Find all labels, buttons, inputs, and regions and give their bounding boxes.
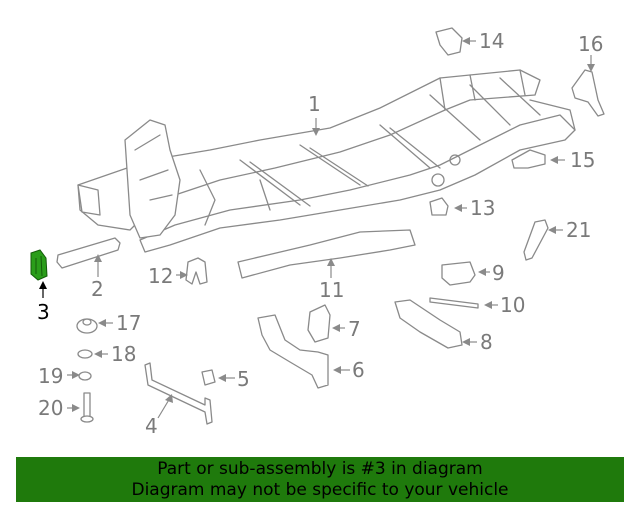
- callout-13: 13: [470, 196, 495, 220]
- info-banner: Part or sub-assembly is #3 in diagram Di…: [16, 457, 624, 502]
- parts-diagram: 1 2 3 4 5 6 7 8 9 10 11 12 13 14 15 16 1…: [30, 27, 605, 438]
- bracket-part-2: [56, 237, 121, 269]
- strip-part-10: [429, 297, 479, 309]
- callout-10: 10: [500, 293, 525, 317]
- callout-17: 17: [116, 311, 141, 335]
- callout-3: 3: [37, 300, 50, 324]
- callout-9: 9: [492, 261, 505, 285]
- callout-15: 15: [570, 148, 595, 172]
- bracket-part-14: [435, 27, 463, 56]
- bracket-part-15: [511, 149, 546, 169]
- callout-14: 14: [479, 29, 504, 53]
- banner-line-2: Diagram may not be specific to your vehi…: [131, 480, 509, 500]
- callout-20: 20: [38, 396, 63, 420]
- bracket-part-16: [571, 69, 605, 117]
- frame-assembly-part-1: [77, 69, 576, 253]
- callout-8: 8: [480, 330, 493, 354]
- callout-18: 18: [111, 342, 136, 366]
- callout-12: 12: [148, 264, 173, 288]
- clip-part-5: [201, 369, 216, 386]
- shield-part-9: [441, 261, 476, 286]
- crossmember-part-8: [394, 299, 463, 349]
- bracket-part-13: [429, 197, 449, 216]
- callout-1: 1: [308, 92, 321, 116]
- leader-lines: [39, 37, 595, 419]
- callout-16: 16: [578, 32, 603, 56]
- bushing-part-17: [76, 318, 98, 334]
- crossmember-part-6: [257, 314, 329, 389]
- callout-19: 19: [38, 364, 63, 388]
- bolt-part-20: [80, 392, 94, 423]
- banner-line-1: Part or sub-assembly is #3 in diagram: [157, 459, 483, 479]
- bar-part-4: [144, 362, 213, 425]
- washer-part-18: [77, 349, 93, 359]
- callout-5: 5: [237, 367, 250, 391]
- callout-2: 2: [91, 277, 104, 301]
- callout-11: 11: [319, 278, 344, 302]
- callout-4: 4: [145, 414, 158, 438]
- bracket-part-12: [185, 257, 208, 285]
- mount-part-7: [307, 304, 331, 343]
- callout-7: 7: [348, 317, 361, 341]
- nut-part-19: [78, 371, 92, 381]
- reinforcement-part-11: [237, 229, 416, 279]
- plate-part-21: [523, 219, 549, 261]
- callout-21: 21: [566, 218, 591, 242]
- highlighted-bracket-part-3: [30, 249, 48, 281]
- callout-6: 6: [352, 358, 365, 382]
